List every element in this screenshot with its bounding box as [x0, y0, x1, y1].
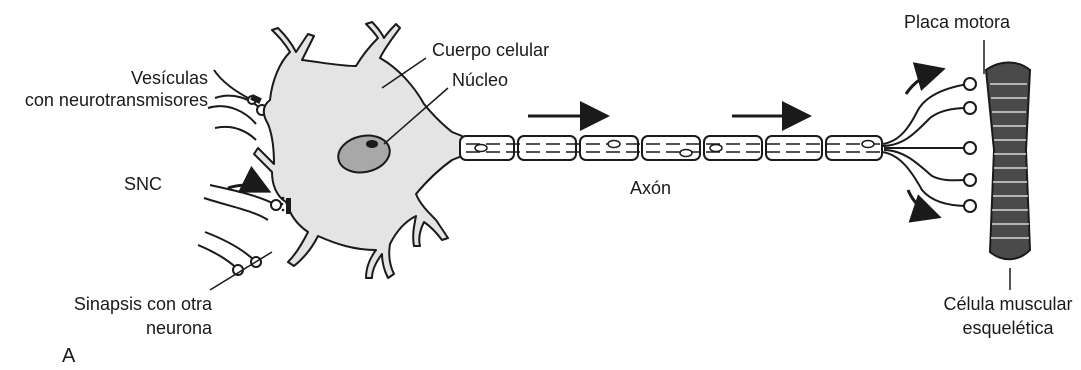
label-axon: Axón [630, 178, 671, 198]
terminal-arrow-top [906, 70, 940, 94]
panel-label: A [62, 345, 76, 367]
label-cuerpo-celular: Cuerpo celular [432, 40, 549, 60]
nucleolus [366, 140, 378, 148]
axon [460, 136, 882, 160]
axon-terminal [882, 84, 968, 206]
label-placa-motora: Placa motora [904, 12, 1011, 32]
label-nucleo: Núcleo [452, 70, 508, 90]
terminal-arrow-bottom [908, 190, 936, 216]
label-vesiculas-line2: con neurotransmisores [25, 90, 208, 110]
label-vesiculas-line1: Vesículas [131, 68, 208, 88]
label-celula-line1: Célula muscular [943, 294, 1072, 314]
label-sinapsis-line1: Sinapsis con otra [74, 294, 213, 314]
muscle-cell [986, 63, 1030, 260]
label-sinapsis-line2: neurona [146, 318, 213, 338]
terminal-bulbs [964, 78, 976, 212]
presynaptic-terminals [198, 70, 276, 272]
label-celula-line2: esquelética [962, 318, 1054, 338]
synapse-arrow [228, 185, 266, 190]
label-snc: SNC [124, 174, 162, 194]
synapse-marker [286, 198, 291, 214]
